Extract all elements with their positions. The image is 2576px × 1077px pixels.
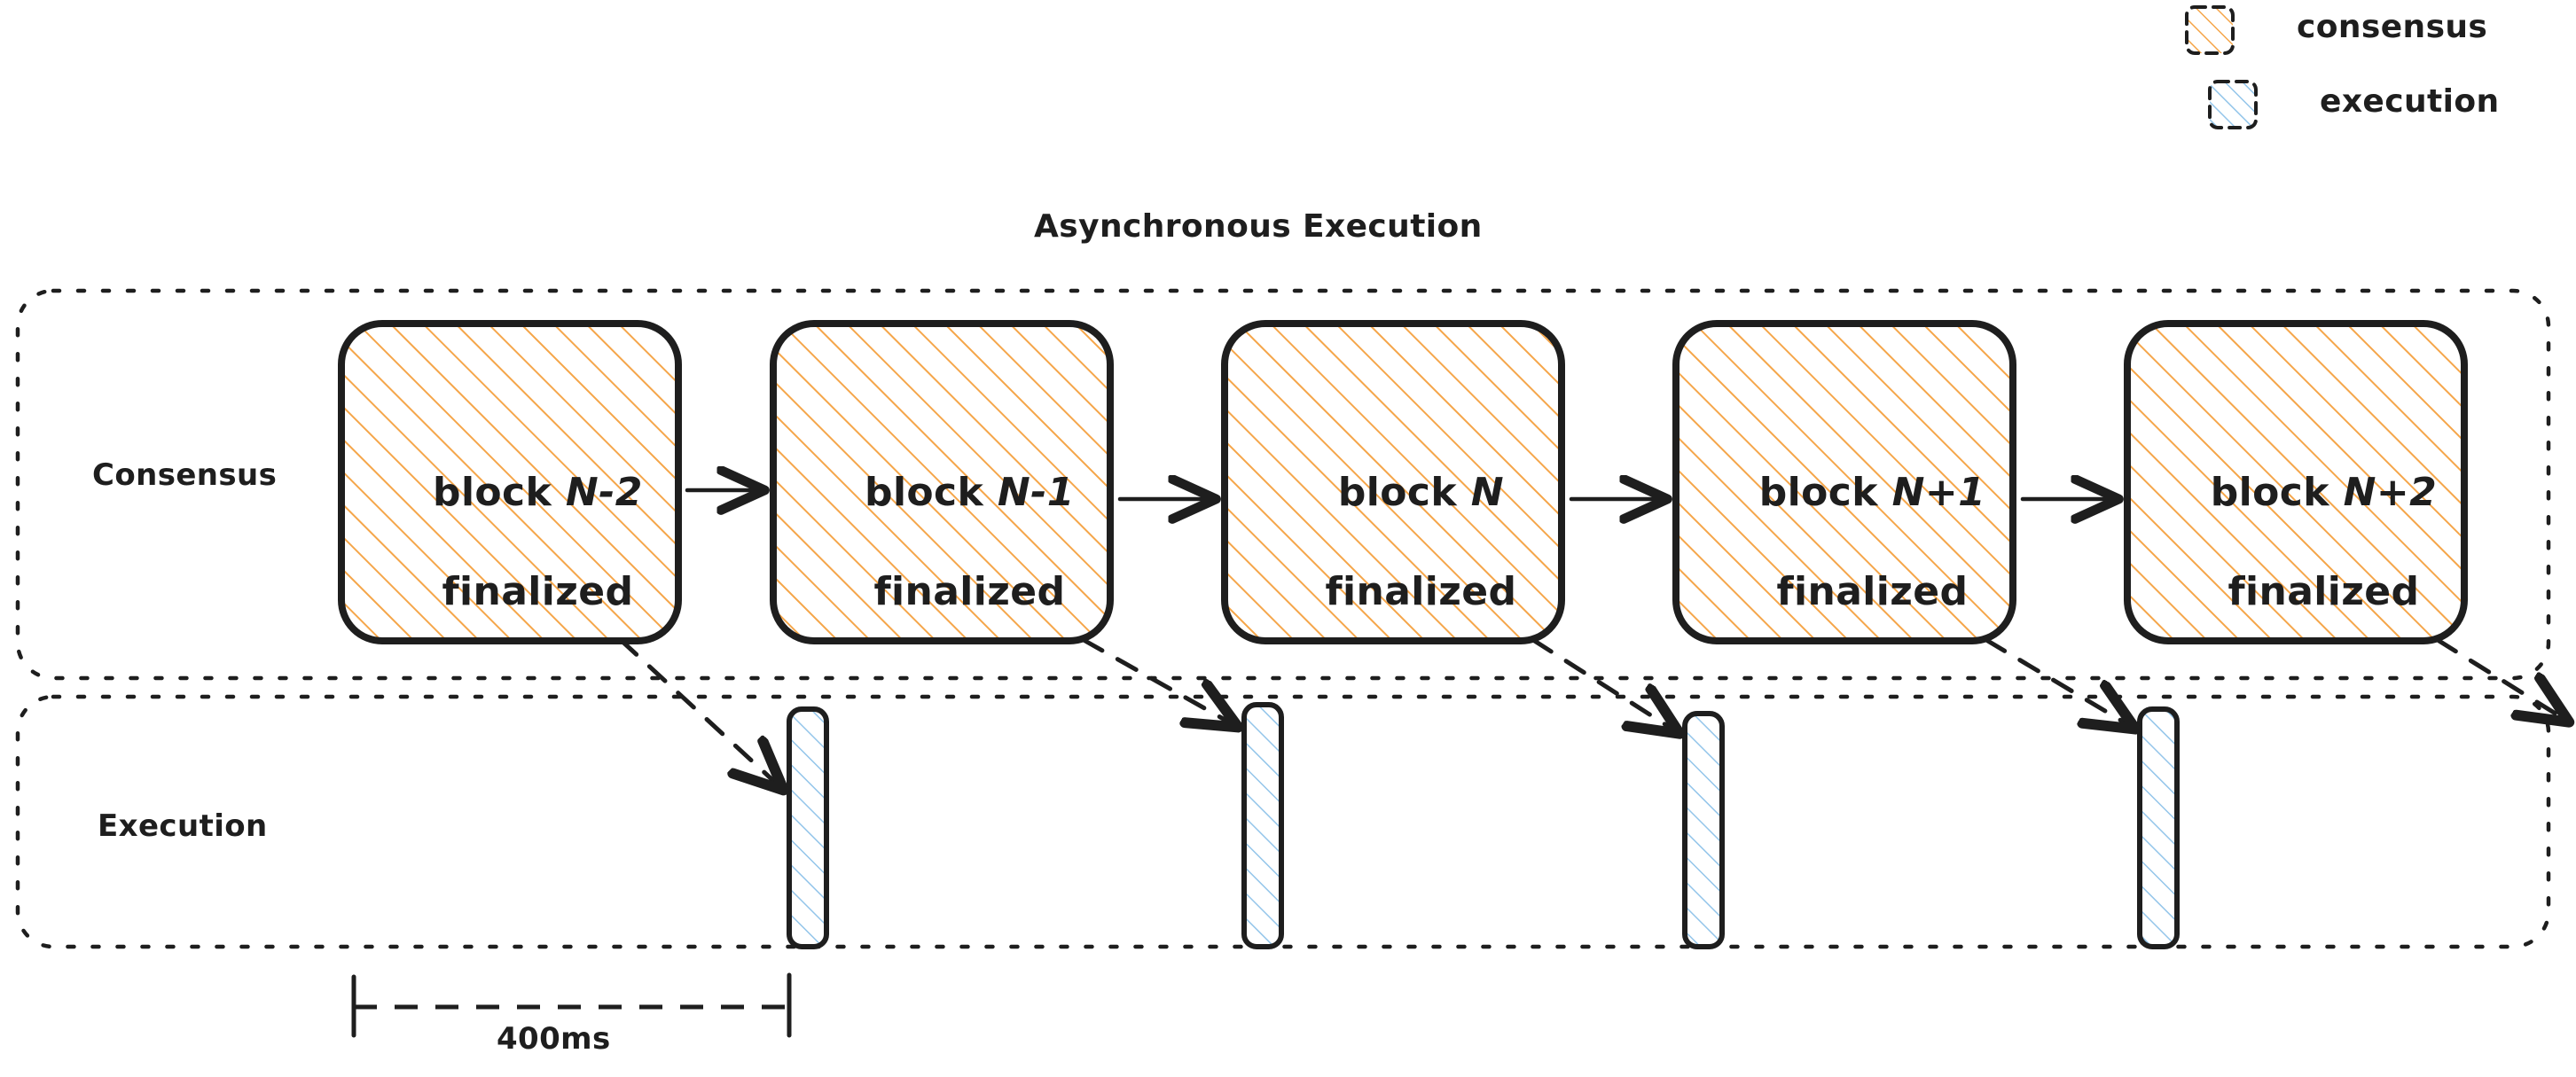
measurement-bracket bbox=[351, 972, 792, 1038]
consensus-block-label-n-1: block N-1 finalized bbox=[773, 418, 1110, 667]
consensus-block-label-n+2: block N+2 finalized bbox=[2127, 418, 2464, 667]
block-index: N-1 bbox=[997, 470, 1075, 515]
lane-label-consensus: Consensus bbox=[92, 457, 278, 493]
legend-label-consensus: consensus bbox=[2297, 9, 2488, 45]
diagram-title: Asynchronous Execution bbox=[1034, 208, 1483, 245]
consensus-block-shape-n+1[interactable] bbox=[1672, 320, 2016, 644]
consensus-block-label-n-2: block N-2 finalized bbox=[341, 418, 678, 667]
consensus-block-shape-n[interactable] bbox=[1221, 320, 1565, 644]
block-index: N+1 bbox=[1891, 470, 1986, 515]
async-exec-arrow-4 bbox=[1984, 637, 2132, 727]
block-word: block bbox=[1337, 470, 1471, 515]
consensus-block-shape-n-2[interactable] bbox=[338, 320, 682, 644]
block-word: block bbox=[1758, 470, 1892, 515]
consensus-block-shape-n+2[interactable] bbox=[2124, 320, 2468, 644]
async-exec-arrow-3 bbox=[1531, 637, 1676, 731]
consensus-lane-container bbox=[15, 288, 2551, 681]
legend-swatch-consensus bbox=[2185, 5, 2235, 55]
consensus-block-shape-n-1[interactable] bbox=[770, 320, 1114, 644]
block-state: finalized bbox=[442, 569, 634, 614]
block-index: N bbox=[1470, 470, 1504, 515]
legend-label-execution: execution bbox=[2320, 83, 2500, 120]
block-state: finalized bbox=[873, 569, 1066, 614]
block-word: block bbox=[433, 470, 566, 515]
async-exec-arrow-2 bbox=[1081, 637, 1234, 725]
legend-swatch-execution bbox=[2208, 80, 2258, 129]
block-word: block bbox=[865, 470, 998, 515]
execution-bar-exec-n-1[interactable] bbox=[1241, 702, 1284, 949]
consensus-block-label-n: block N finalized bbox=[1225, 418, 1562, 667]
block-state: finalized bbox=[1325, 569, 1517, 614]
execution-bar-exec-n[interactable] bbox=[1682, 711, 1725, 949]
consensus-block-label-n+1: block N+1 finalized bbox=[1676, 418, 2013, 667]
block-index: N-2 bbox=[565, 470, 643, 515]
block-state: finalized bbox=[2228, 569, 2420, 614]
execution-bar-exec-n-2[interactable] bbox=[787, 706, 829, 949]
execution-bar-exec-n+1[interactable] bbox=[2137, 706, 2180, 949]
lane-label-execution: Execution bbox=[98, 808, 268, 844]
async-exec-arrow-5-offscreen bbox=[2435, 637, 2565, 720]
measurement-label: 400ms bbox=[497, 1021, 611, 1057]
execution-lane-container bbox=[15, 694, 2551, 949]
block-state: finalized bbox=[1776, 569, 1969, 614]
block-word: block bbox=[2210, 470, 2344, 515]
block-index: N+2 bbox=[2343, 470, 2438, 515]
